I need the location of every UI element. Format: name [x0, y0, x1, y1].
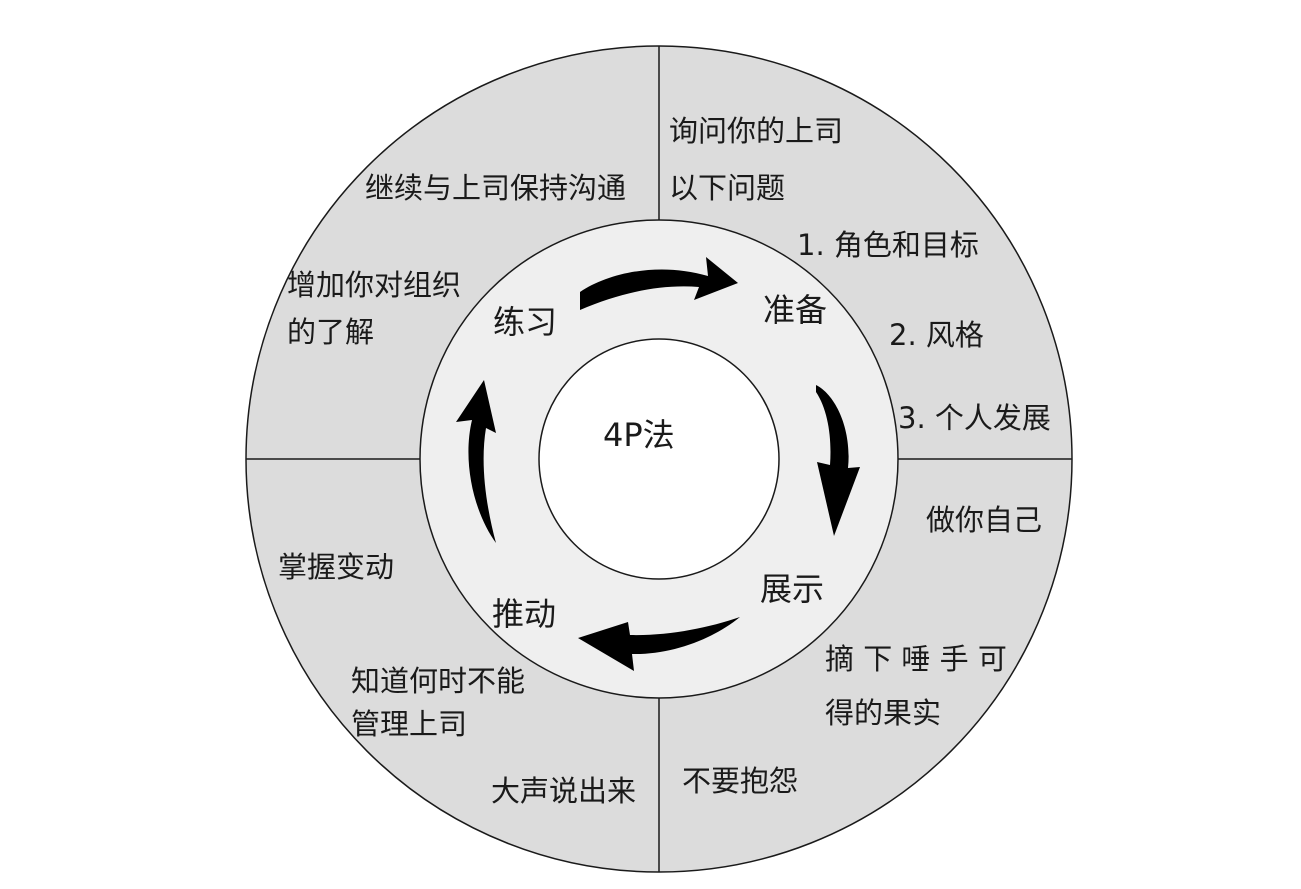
tl-item-3: 的了解 — [287, 315, 374, 349]
tr-item-3: 3. 个人发展 — [898, 401, 1051, 435]
tr-item-1: 1. 角色和目标 — [797, 228, 979, 262]
arrow-present-to-push — [578, 617, 740, 671]
bl-item-3: 管理上司 — [351, 707, 467, 741]
tl-item-2: 增加你对组织 — [287, 268, 461, 302]
br-item-2: 摘 下 唾 手 可 — [825, 642, 1007, 676]
br-item-3: 得的果实 — [825, 696, 941, 730]
center-circle — [538, 338, 780, 580]
tl-item-1: 继续与上司保持沟通 — [365, 171, 626, 205]
tr-line-1: 询问你的上司 — [669, 114, 843, 148]
center-title: 4P法 — [603, 416, 675, 454]
br-item-1: 做你自己 — [926, 503, 1042, 537]
arrow-prepare-to-present — [816, 385, 860, 536]
bl-item-2: 知道何时不能 — [351, 664, 525, 698]
stage-prepare: 准备 — [763, 291, 827, 329]
tr-line-2: 以下问题 — [669, 171, 785, 205]
stage-push: 推动 — [492, 595, 556, 633]
stage-practice: 练习 — [493, 303, 557, 341]
bl-item-4: 大声说出来 — [491, 774, 636, 808]
arrow-push-to-practice — [456, 380, 496, 543]
tr-item-2: 2. 风格 — [889, 318, 984, 352]
arrow-practice-to-prepare — [580, 257, 738, 310]
br-item-4: 不要抱怨 — [682, 764, 798, 798]
bl-item-1: 掌握变动 — [278, 550, 394, 584]
stage-present: 展示 — [760, 570, 824, 608]
